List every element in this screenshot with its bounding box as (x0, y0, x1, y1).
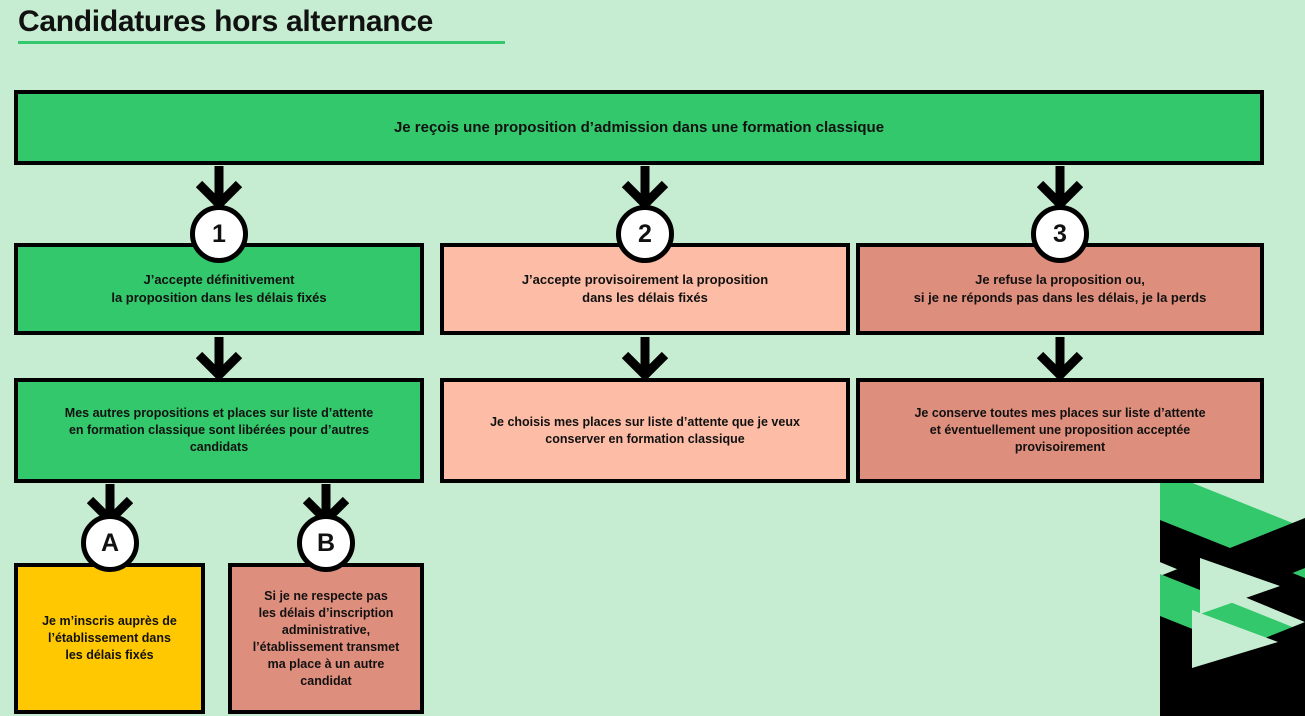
decision-text-1: J’accepte définitivement la proposition … (111, 272, 327, 305)
decorative-zigzag-ribbon (1130, 470, 1305, 716)
page-title: Candidatures hors alternance (18, 5, 434, 38)
consequence-text-2: Je choisis mes places sur liste d’attent… (490, 414, 800, 446)
decision-text-3: Je refuse la proposition ou, si je ne ré… (913, 272, 1207, 305)
decision-box-1: J’accepte définitivement la proposition … (14, 243, 424, 335)
flow-banner-box: Je reçois une proposition d’admission da… (14, 90, 1264, 165)
decision-text-2: J’accepte provisoirement la proposition … (521, 272, 769, 305)
step-badge-a-label: A (100, 528, 120, 557)
step-badge-b-label: B (316, 528, 336, 557)
consequence-text-3: Je conserve toutes mes places sur liste … (914, 406, 1206, 454)
arrow-branch-2-to-consequence (622, 337, 668, 379)
page-title-block: Candidatures hors alternance (18, 4, 505, 44)
outcome-box-b: Si je ne respecte pas les délais d’inscr… (228, 563, 424, 714)
step-badge-2-label: 2 (638, 219, 652, 248)
arrow-banner-to-branch-1 (196, 166, 242, 208)
consequence-box-2: Je choisis mes places sur liste d’attent… (440, 378, 850, 483)
outcome-text-a: Je m’inscris auprès de l’établissement d… (42, 614, 177, 662)
arrow-branch-1-to-consequence (196, 337, 242, 379)
title-underline (18, 41, 505, 44)
arrow-banner-to-branch-2 (622, 166, 668, 208)
arrow-branch-3-to-consequence (1037, 337, 1083, 379)
step-badge-3-label: 3 (1053, 219, 1067, 248)
step-badge-1-label: 1 (212, 219, 226, 248)
step-badge-b: B (297, 514, 355, 572)
step-badge-3: 3 (1031, 205, 1089, 263)
outcome-box-a: Je m’inscris auprès de l’établissement d… (14, 563, 205, 714)
consequence-box-3: Je conserve toutes mes places sur liste … (856, 378, 1264, 483)
step-badge-a: A (81, 514, 139, 572)
flow-banner-text: Je reçois une proposition d’admission da… (393, 118, 885, 136)
step-badge-2: 2 (616, 205, 674, 263)
arrow-banner-to-branch-3 (1037, 166, 1083, 208)
consequence-box-1: Mes autres propositions et places sur li… (14, 378, 424, 483)
outcome-text-b: Si je ne respecte pas les délais d’inscr… (252, 588, 400, 688)
step-badge-1: 1 (190, 205, 248, 263)
consequence-text-1: Mes autres propositions et places sur li… (64, 406, 374, 454)
